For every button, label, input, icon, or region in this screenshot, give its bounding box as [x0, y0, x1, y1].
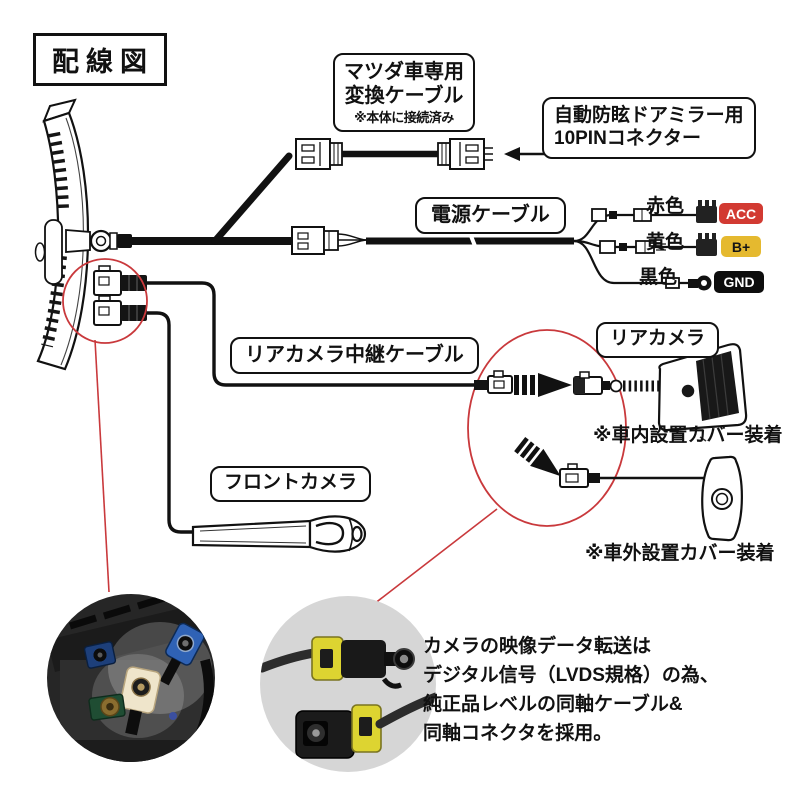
arrow-right-icon — [514, 373, 572, 397]
mirror-monitor-illustration — [34, 98, 132, 371]
main-cable — [130, 152, 293, 245]
wire-color-black-label: 黒色 — [639, 267, 678, 288]
ball-joint — [89, 229, 113, 253]
red-leader-right — [373, 508, 498, 605]
front-camera-label: フロントカメラ — [210, 466, 372, 502]
pin10-line1: 自動防眩ドアミラー用 — [554, 105, 744, 126]
acc-badge: ACC — [719, 203, 763, 224]
power-wire-bplus — [573, 233, 717, 256]
power-wire-acc — [573, 200, 717, 243]
mazda-cable-note: ※本体に接続済み — [354, 110, 454, 125]
coax-connector-photo — [260, 596, 436, 772]
blue-socket — [83, 641, 117, 669]
red-circle-annotation — [62, 258, 148, 344]
lvds-note-line1: カメラの映像データ転送は — [423, 636, 652, 657]
relay-end-connector — [474, 370, 513, 394]
interior-cover-note: ※車内設置カバー装着 — [593, 425, 783, 446]
conversion-cable-connectors — [295, 138, 493, 170]
power-wire-gnd — [573, 239, 712, 291]
front-camera-cable-line — [147, 311, 193, 534]
mount-arm — [65, 229, 91, 253]
camera-lens — [351, 525, 363, 543]
power-cable-label: 電源ケーブル — [415, 197, 566, 234]
yellow-fakra-bottom — [295, 692, 436, 759]
lvds-note-line4: 同軸コネクタを採用。 — [423, 723, 613, 744]
lvds-note: カメラの映像データ転送は デジタル信号（LVDS規格）の為、 純正品レベルの同軸… — [423, 632, 719, 748]
yellow-fakra-top — [311, 636, 415, 689]
pin10-connector-label: 自動防眩ドアミラー用 10PINコネクター — [542, 97, 756, 159]
red-leader-left — [94, 339, 110, 593]
monitor-back-photo — [47, 594, 215, 762]
lvds-note-line3: 純正品レベルの同軸ケーブル& — [423, 694, 683, 715]
cream-fakra-connector — [119, 666, 162, 736]
red-ellipse-annotation — [467, 329, 627, 527]
rear-relay-cable-line — [147, 281, 474, 387]
lvds-note-line2: デジタル信号（LVDS規格）の為、 — [423, 665, 719, 686]
exterior-cover-note: ※車外設置カバー装着 — [585, 543, 775, 564]
camera-lens — [679, 382, 697, 400]
mazda-cable-label: マツダ車専用 変換ケーブル ※本体に接続済み — [333, 53, 475, 132]
wire-color-yellow-label: 黄色 — [646, 232, 685, 253]
monitor-camera-ports — [93, 265, 147, 326]
rear-relay-cable-label: リアカメラ中継ケーブル — [230, 337, 479, 374]
blue-fakra-connector — [159, 622, 205, 686]
pin10-line2: 10PINコネクター — [554, 127, 702, 149]
page-title: 配線図 — [33, 33, 167, 86]
mazda-cable-line1: マツダ車専用 — [344, 61, 464, 83]
power-cable-connectors — [291, 226, 574, 255]
rear-camera-label: リアカメラ — [596, 322, 720, 358]
bplus-badge: B+ — [721, 236, 761, 257]
front-camera-illustration — [191, 515, 367, 553]
wire-color-red-label: 赤色 — [646, 196, 685, 217]
gnd-badge: GND — [714, 271, 764, 293]
exterior-camera-illustration — [559, 455, 743, 542]
rear-camera-illustration — [573, 343, 748, 442]
brass-socket — [88, 693, 126, 721]
mazda-cable-line2: 変換ケーブル — [344, 85, 464, 107]
